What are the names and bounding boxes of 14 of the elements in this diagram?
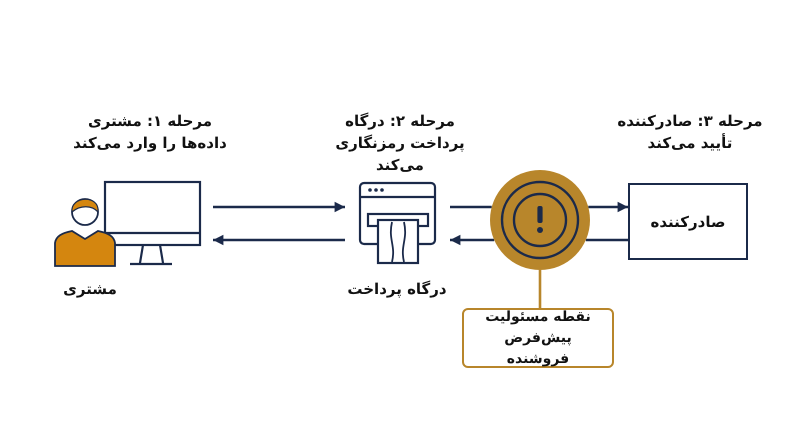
node-label: درگاه پرداخت [346,280,448,298]
arrow [213,202,345,212]
connector-line [450,206,492,208]
connector-line [586,238,628,242]
callout-box: نقطه مسئولیت پیش‌فرض فروشنده [462,308,614,368]
step-heading: مرحله ۱: مشتری داده‌ها را وارد می‌کند [72,111,228,154]
arrow [450,234,494,246]
arrow [213,234,345,246]
arrow [588,202,628,212]
node-label: مشتری [62,280,118,298]
step-heading: مرحله ۲: درگاه پرداخت رمزنگاری می‌کند [334,111,466,176]
issuer-box: صادرکننده [628,183,748,260]
step-heading: مرحله ۳: صادرکننده تأیید می‌کند [616,111,764,154]
leader-line [538,270,542,308]
